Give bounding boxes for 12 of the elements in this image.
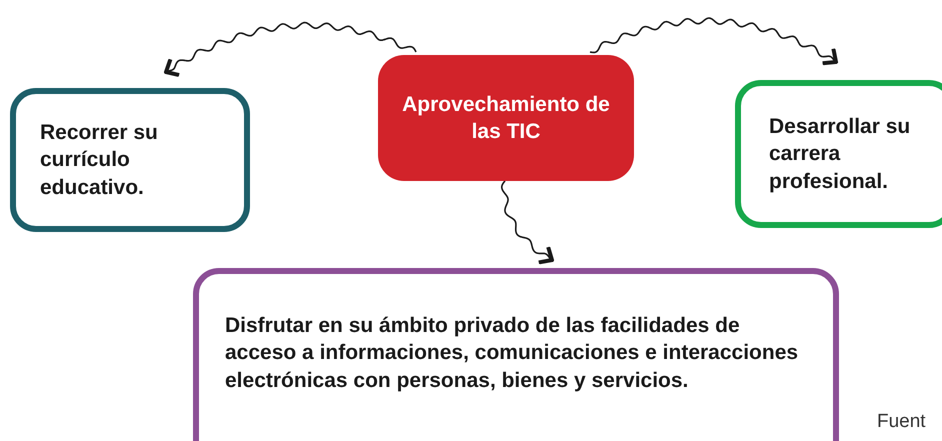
- title-text: Aprovechamiento de las TIC: [401, 92, 611, 145]
- title-box: [378, 55, 634, 181]
- topic-text: Desarrollar su carrera profesional.: [769, 114, 912, 195]
- topic-box: [735, 80, 942, 228]
- topic-box: [10, 88, 250, 232]
- topic-text: Recorrer su currículo educativo.: [40, 120, 159, 201]
- source-note: Fuent: [877, 411, 926, 433]
- topic-box: [193, 268, 839, 441]
- wavy-arrow: [164, 22, 417, 78]
- wavy-arrow: [589, 17, 838, 66]
- topic-text: Disfrutar en su ámbito privado de las facilidades de acceso a informaciones, comunicaciones e interacciones electrónicas con personas, bienes y servicios.: [225, 313, 800, 394]
- wavy-arrow: [501, 180, 554, 264]
